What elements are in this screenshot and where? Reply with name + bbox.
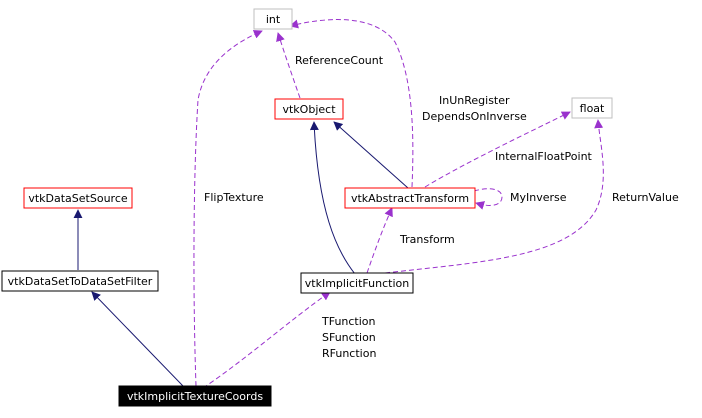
node-vtkObject[interactable]: vtkObject — [274, 98, 344, 120]
edge-transform — [366, 207, 393, 274]
label-transform: Transform — [399, 233, 455, 246]
usage-edges — [193, 19, 604, 389]
node-float-label: float — [580, 102, 605, 115]
label-reference-count: ReferenceCount — [295, 54, 384, 67]
node-int-label: int — [266, 13, 281, 26]
label-in-un-register: InUnRegister — [439, 94, 510, 107]
node-vtkImplicitTextureCoords-label: vtkImplicitTextureCoords — [127, 390, 263, 403]
inheritance-edges — [73, 121, 409, 387]
edge-internal-float-point — [424, 111, 571, 188]
edge-flip-texture — [193, 30, 263, 387]
label-my-inverse: MyInverse — [510, 191, 567, 204]
node-vtkImplicitTextureCoords: vtkImplicitTextureCoords — [118, 385, 272, 407]
label-internal-float-point: InternalFloatPoint — [495, 150, 593, 163]
node-vtkObject-label: vtkObject — [282, 103, 336, 116]
label-t-function: TFunction — [321, 315, 376, 328]
label-r-function: RFunction — [322, 347, 376, 360]
node-vtkDataSetSource-label: vtkDataSetSource — [28, 192, 128, 205]
label-depends-on-inverse: DependsOnInverse — [422, 110, 527, 123]
node-vtkAbstractTransform-label: vtkAbstractTransform — [351, 192, 469, 205]
edge-my-inverse — [473, 188, 503, 210]
edge-t-s-r-function — [202, 291, 331, 389]
edge-labels: ReferenceCount InUnRegister DependsOnInv… — [204, 54, 679, 360]
node-int[interactable]: int — [253, 8, 293, 30]
edge-reference-count — [276, 32, 301, 99]
node-vtkImplicitFunction[interactable]: vtkImplicitFunction — [300, 272, 414, 294]
node-vtkAbstractTransform[interactable]: vtkAbstractTransform — [344, 187, 476, 209]
label-flip-texture: FlipTexture — [204, 191, 264, 204]
edge-return-value — [384, 119, 604, 274]
edge-in-un-register — [289, 19, 414, 188]
node-vtkImplicitFunction-label: vtkImplicitFunction — [305, 277, 409, 290]
node-vtkDataSetSource[interactable]: vtkDataSetSource — [23, 187, 133, 209]
node-vtkDataSetToDataSetFilter[interactable]: vtkDataSetToDataSetFilter — [1, 270, 159, 292]
label-return-value: ReturnValue — [612, 191, 679, 204]
edge-vtkAbstractTransform-to-vtkObject — [333, 121, 409, 189]
node-float[interactable]: float — [571, 97, 613, 119]
edge-vtkImplicitFunction-to-vtkObject — [309, 121, 356, 275]
label-s-function: SFunction — [322, 331, 376, 344]
edge-vtkImplicitTextureCoords-to-vtkDataSetToDataSetFilter — [91, 291, 184, 387]
node-vtkDataSetToDataSetFilter-label: vtkDataSetToDataSetFilter — [8, 275, 153, 288]
